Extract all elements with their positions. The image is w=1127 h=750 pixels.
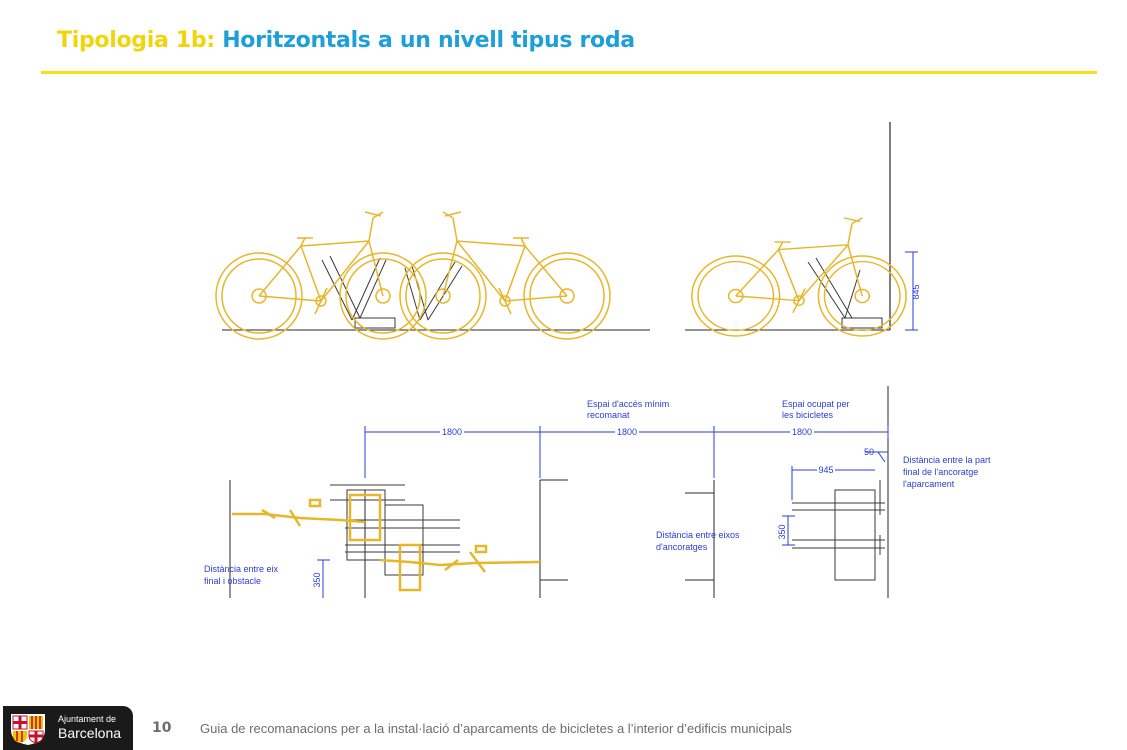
logo-line1: Ajuntament de <box>58 714 117 724</box>
elevation-racks <box>321 255 883 329</box>
end-distance-label-2: final de l'ancoratge <box>903 467 978 477</box>
footer-text: Guia de recomanacions per a la instal·la… <box>200 721 792 736</box>
obstacle-label-2: final i obstacle <box>204 576 261 586</box>
header-rule <box>41 71 1097 74</box>
title-main: Horitzontals a un nivell tipus roda <box>222 28 635 53</box>
plan-dimension-labels: 1800 1800 1800 945 50 350 350 <box>312 427 874 588</box>
axis-distance-label-2: d'ancoratges <box>656 542 708 552</box>
access-label-2: recomanat <box>587 410 630 420</box>
plan-annotations: Espai d'accés mínim recomanat Espai ocup… <box>204 399 991 586</box>
end-distance-label-3: l'aparcament <box>903 479 955 489</box>
access-label-1: Espai d'accés mínim <box>587 399 669 409</box>
dim-1800-a: 1800 <box>442 427 462 437</box>
plan-rack-right <box>792 469 885 581</box>
plan-walls <box>229 386 889 598</box>
bike-2 <box>399 211 611 340</box>
occupied-label-2: les bicicletes <box>782 410 834 420</box>
occupied-label-1: Espai ocupat per <box>782 399 850 409</box>
title-prefix: Tipologia 1b: <box>57 28 215 53</box>
barcelona-logo: Ajuntament de Barcelona <box>3 706 133 750</box>
page-title: Tipologia 1b: Horitzontals a un nivell t… <box>57 28 635 53</box>
page-number: 10 <box>152 720 172 736</box>
dim-945: 945 <box>818 465 833 475</box>
height-label: 845 <box>911 284 921 299</box>
obstacle-label-1: Distància entre eix <box>204 564 279 574</box>
barcelona-shield-icon <box>11 714 45 745</box>
height-dimension <box>905 251 918 331</box>
plan-bikes-left <box>232 493 541 592</box>
elevation-bikes <box>215 211 907 340</box>
dim-50: 50 <box>864 447 874 457</box>
logo-line2: Barcelona <box>58 725 122 741</box>
dim-350-right: 350 <box>777 524 787 539</box>
dim-350-left: 350 <box>312 572 322 587</box>
elevation-view: 845 <box>215 122 921 340</box>
end-distance-label-1: Distància entre la part <box>903 455 991 465</box>
dim-1800-b: 1800 <box>617 427 637 437</box>
plan-dimensions <box>317 426 889 598</box>
plan-view: 1800 1800 1800 945 50 350 350 Espai d'ac… <box>204 386 991 598</box>
axis-distance-label-1: Distància entre eixos <box>656 530 740 540</box>
dim-1800-c: 1800 <box>792 427 812 437</box>
